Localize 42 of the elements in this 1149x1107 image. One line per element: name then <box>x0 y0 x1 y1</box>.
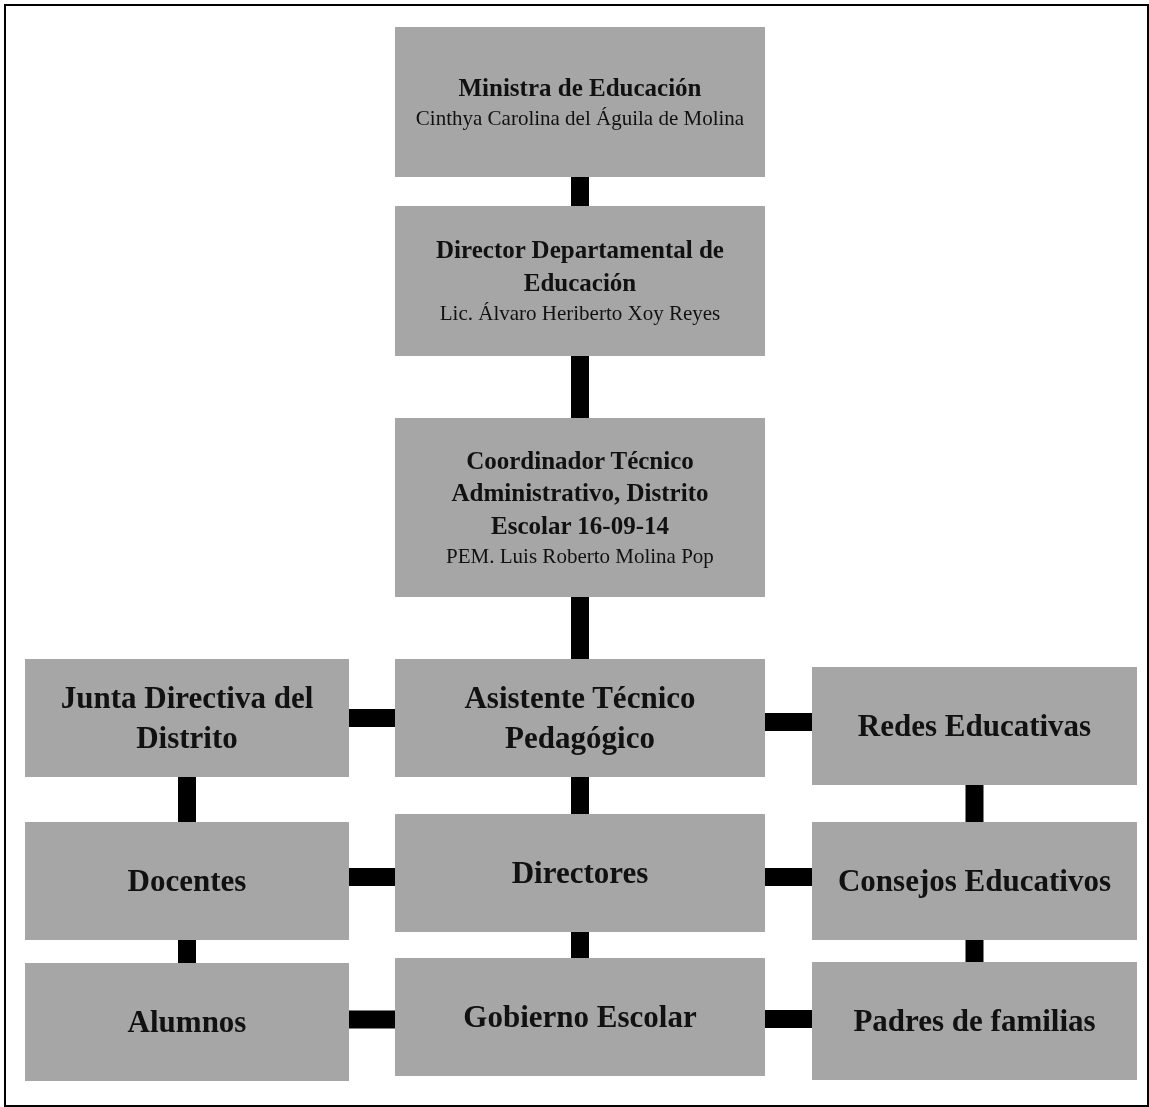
org-box <box>25 822 349 940</box>
org-box <box>395 206 765 356</box>
position-title: Redes Educativas <box>857 706 1092 745</box>
position-title: Padres de familias <box>853 1001 1096 1040</box>
position-title: Ministra de Educación <box>458 72 702 103</box>
connector-line <box>765 713 812 731</box>
person-name: Cinthya Carolina del Águila de Molina <box>415 105 745 133</box>
position-title: Asistente Técnico Pedagógico <box>463 678 697 757</box>
position-title: Docentes <box>127 861 247 900</box>
org-box <box>395 418 765 597</box>
connector-line <box>965 785 984 822</box>
connector-line <box>349 1010 395 1029</box>
org-box <box>812 822 1137 940</box>
org-box <box>25 963 349 1081</box>
connector-line <box>571 597 589 659</box>
org-box <box>395 814 765 932</box>
connector-line <box>349 709 395 727</box>
org-box <box>25 659 349 777</box>
position-title: Junta Directiva del Distrito <box>59 678 315 757</box>
connector-line <box>571 356 589 418</box>
org-box <box>395 958 765 1076</box>
org-box <box>395 659 765 777</box>
connector-line <box>571 777 589 814</box>
position-title: Coordinador Técnico Administrativo, Distrito Escolar 16-09-14 <box>450 445 710 541</box>
org-box <box>812 667 1137 785</box>
connector-line <box>349 868 395 886</box>
position-title: Directores <box>511 853 649 892</box>
position-title: Gobierno Escolar <box>463 997 697 1036</box>
connector-line <box>965 940 984 962</box>
connector-line <box>178 940 196 963</box>
position-title: Alumnos <box>127 1002 247 1041</box>
position-title: Director Departamental de Educación <box>435 235 725 298</box>
connector-line <box>178 777 196 822</box>
connector-line <box>765 1010 812 1028</box>
person-name: PEM. Luis Roberto Molina Pop <box>446 543 714 571</box>
org-box <box>395 27 765 177</box>
person-name: Lic. Álvaro Heriberto Xoy Reyes <box>439 300 721 328</box>
connector-line <box>571 932 589 958</box>
org-box <box>812 962 1137 1080</box>
connector-line <box>765 868 812 886</box>
position-title: Consejos Educativos <box>838 861 1111 900</box>
connector-line <box>571 177 589 206</box>
